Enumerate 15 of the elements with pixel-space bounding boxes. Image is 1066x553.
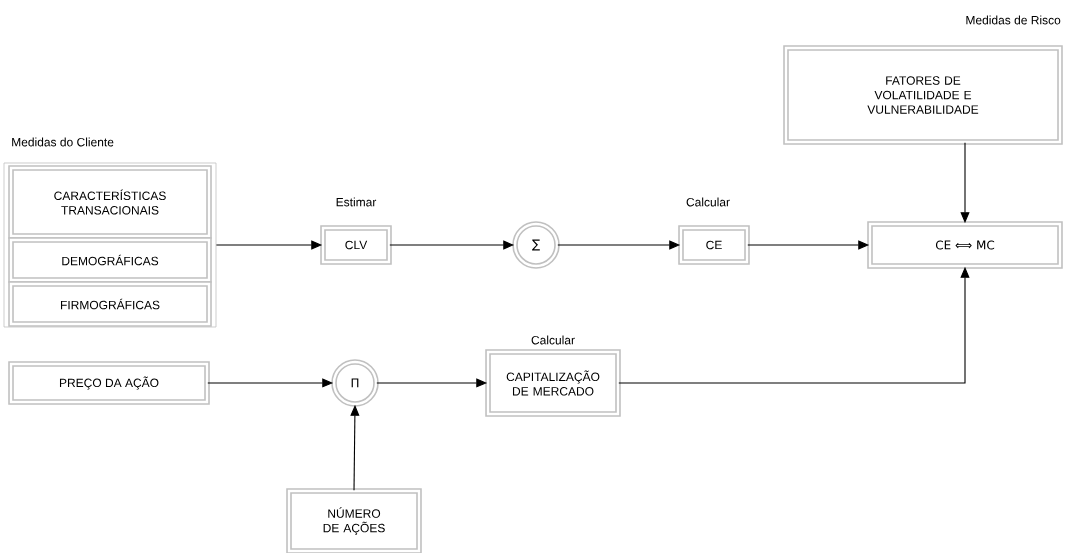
process-box: FIRMOGRÁFICAS: [8, 281, 212, 327]
process-box: CE ⟺ MC: [867, 221, 1063, 269]
process-box: DEMOGRÁFICAS: [8, 237, 212, 283]
process-box: CARACTERÍSTICAS TRANSACIONAIS: [8, 165, 212, 239]
step-label: Estimar: [336, 197, 377, 207]
heading-label: Medidas de Risco: [966, 15, 1061, 25]
process-box: PREÇO DA AÇÃO: [8, 361, 210, 405]
process-box: CE: [678, 225, 750, 265]
step-label: Calcular: [531, 335, 575, 345]
heading-label: Medidas do Cliente: [12, 137, 114, 147]
process-box: NÚMERO DE AÇÕES: [286, 488, 422, 553]
process-box: CAPITALIZAÇÃO DE MERCADO: [485, 349, 621, 417]
process-box: FATORES DE VOLATILIDADE E VULNERABILIDADE: [783, 45, 1063, 145]
process-box: CLV: [320, 225, 392, 265]
step-label: Calcular: [686, 197, 730, 207]
